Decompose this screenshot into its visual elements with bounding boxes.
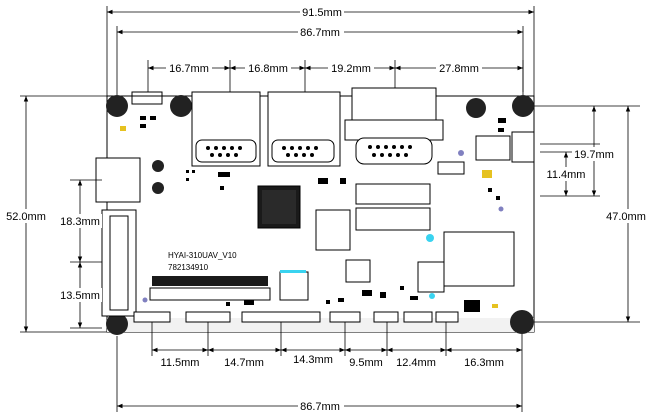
ic-6 (279, 271, 309, 301)
connector-1 (131, 91, 163, 105)
connector-right-jack (511, 131, 535, 163)
connector-vga (344, 87, 444, 165)
bottom-connectors (133, 311, 459, 323)
dim-left-upper: 18.3mm (60, 216, 100, 228)
dim-bottom-5: 12.4mm (396, 357, 436, 369)
yellow-pad-3 (492, 304, 498, 308)
dim-right-height: 47.0mm (606, 211, 646, 223)
purple-dot-2 (498, 206, 504, 212)
yellow-pad-1 (482, 170, 492, 178)
dim-top-holes: 86.7mm (300, 27, 340, 39)
mounting-hole-bottom-left (106, 313, 128, 335)
mounting-hole-bottom-right (510, 310, 534, 334)
main-ic-core (262, 190, 296, 224)
dim-right-lower: 11.4mm (547, 169, 586, 181)
dim-bottom-3: 14.3mm (293, 354, 333, 366)
yellow-pad-2 (120, 126, 126, 131)
cyan-pad-1 (426, 234, 434, 242)
dim-left-lower: 13.5mm (60, 290, 100, 302)
dim-right-upper: 19.7mm (574, 149, 614, 161)
connector-left-power (95, 157, 141, 203)
board-serial-label: 782134910 (168, 263, 209, 272)
mounting-hole-small-2 (152, 182, 164, 194)
dim-top-conn-2: 16.8mm (248, 63, 288, 75)
dim-bottom-1: 11.5mm (161, 357, 200, 369)
dim-top-total: 91.5mm (302, 7, 342, 19)
connector-db-1 (191, 91, 261, 167)
ribbon-connector-2 (149, 287, 271, 301)
dim-left-height: 52.0mm (6, 211, 46, 223)
mounting-hole-small (152, 160, 164, 172)
ribbon-connector (152, 276, 268, 286)
mounting-hole-top-right-a (466, 98, 486, 118)
mounting-hole-top-mid (170, 95, 192, 117)
ic-4 (315, 209, 351, 251)
dim-top-conn-3: 19.2mm (331, 63, 371, 75)
connector-left-fpc-inner (109, 215, 129, 311)
ic-7 (345, 259, 371, 283)
smd-components (140, 116, 506, 312)
cyan-strip-1 (280, 270, 306, 273)
dimension-labels: 91.5mm 86.7mm 16.7mm 16.8mm 19.2mm 27.8m… (4, 4, 648, 413)
dim-bottom-6: 16.3mm (464, 357, 504, 369)
purple-dot-1 (458, 150, 464, 156)
ic-2 (355, 183, 431, 205)
purple-dot-3 (142, 297, 148, 303)
dim-bottom-2: 14.7mm (224, 357, 264, 369)
mounting-hole-top-left (106, 95, 128, 117)
mounting-hole-top-right-b (512, 95, 534, 117)
dim-top-conn-4: 27.8mm (439, 63, 479, 75)
dim-top-conn-1: 16.7mm (169, 63, 209, 75)
ic-3 (355, 207, 431, 231)
board-model-label: HYAI-310UAV_V10 (168, 251, 237, 260)
dim-bottom-4: 9.5mm (349, 357, 383, 369)
connector-right (475, 135, 511, 161)
ic-8 (417, 261, 445, 293)
connector-db-2 (267, 91, 341, 167)
cyan-pad-2 (429, 293, 435, 299)
ic-9 (437, 161, 465, 175)
ic-5 (443, 231, 515, 287)
dim-bottom-total: 86.7mm (300, 401, 340, 413)
